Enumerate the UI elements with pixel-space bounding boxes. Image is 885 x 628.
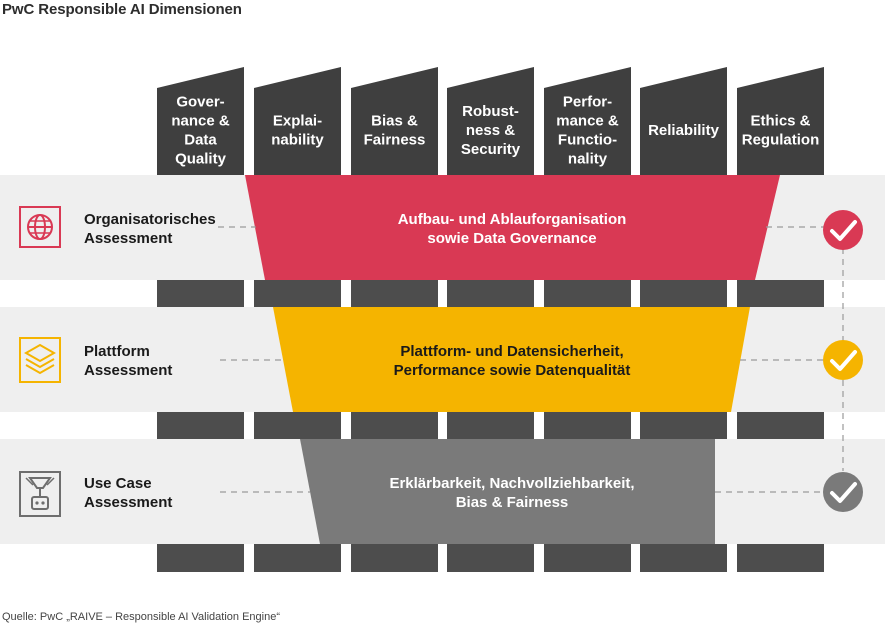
column-segment-6-1 xyxy=(640,280,727,307)
row-label-line: Assessment xyxy=(84,230,172,247)
source-note: Quelle: PwC „RAIVE – Responsible AI Vali… xyxy=(2,611,280,623)
column-label-line: Data xyxy=(184,132,217,149)
column-segment-5-1 xyxy=(544,280,631,307)
column-segment-7-1 xyxy=(737,280,824,307)
column-segment-3-2 xyxy=(351,412,438,439)
check-mark-icon xyxy=(830,350,857,371)
column-label-6: Reliability xyxy=(648,122,720,139)
column-label-line: Ethics & xyxy=(750,113,810,130)
row-label-line: Plattform xyxy=(84,343,150,360)
column-group xyxy=(157,67,824,572)
band-label-line: sowie Data Governance xyxy=(427,230,596,247)
band-label-1: Aufbau- und Ablauforganisation sowie Data… xyxy=(398,211,627,247)
column-segment-7-2 xyxy=(737,412,824,439)
column-label-line: Explai- xyxy=(273,113,322,130)
layers-icon xyxy=(19,337,61,383)
column-segment-1-1 xyxy=(157,280,244,307)
band-plattform xyxy=(273,307,750,412)
row-label-line: Assessment xyxy=(84,362,172,379)
column-label-line: Reliability xyxy=(648,122,720,139)
column-cap-1 xyxy=(157,67,244,175)
row-label-line: Organisatorisches xyxy=(84,211,216,228)
check-circle-3 xyxy=(823,472,863,512)
column-label-7: Ethics & Regulation xyxy=(742,113,820,149)
globe-icon xyxy=(19,206,61,248)
check-circle-organisatorisch xyxy=(823,210,863,250)
page-title: PwC Responsible AI Dimensionen xyxy=(2,1,242,18)
column-label-line: Bias & xyxy=(371,113,418,130)
funnel-robot-icon xyxy=(19,471,61,517)
column-cap-3 xyxy=(351,67,438,175)
column-label-line: Gover- xyxy=(176,94,224,111)
column-label-3: Bias & Fairness xyxy=(364,113,426,149)
band-label-line: Erklärbarkeit, Nachvollziehbarkeit, xyxy=(389,475,634,492)
column-cap-6 xyxy=(640,67,727,175)
column-label-line: Security xyxy=(461,141,521,158)
column-label-line: Regulation xyxy=(742,132,820,149)
column-label-line: nality xyxy=(568,151,608,168)
column-cap-4 xyxy=(447,67,534,175)
band-label-line: Aufbau- und Ablauforganisation xyxy=(398,211,627,228)
column-label-line: ness & xyxy=(466,122,515,139)
column-label-line: nability xyxy=(271,132,324,149)
column-segment-3-3 xyxy=(351,544,438,572)
column-label-5: Perfor-mance & Functio-nality xyxy=(556,94,619,168)
band-label-2: Plattform- und Datensicherheit, Performan… xyxy=(394,343,631,379)
column-segment-1-2 xyxy=(157,412,244,439)
row-label-line: Assessment xyxy=(84,494,172,511)
column-segment-4-1 xyxy=(447,280,534,307)
column-segment-5-2 xyxy=(544,412,631,439)
column-label-line: nance & xyxy=(171,113,230,130)
column-cap-5 xyxy=(544,67,631,175)
column-segment-4-2 xyxy=(447,412,534,439)
row-label-line: Use Case xyxy=(84,475,152,492)
column-label-line: Functio- xyxy=(558,132,617,149)
band-labels: Aufbau- und Ablauforganisation sowie Data… xyxy=(389,211,634,511)
check-circle-1 xyxy=(823,210,863,250)
check-circle-2 xyxy=(823,340,863,380)
column-label-line: Fairness xyxy=(364,132,426,149)
column-segment-3-1 xyxy=(351,280,438,307)
band-usecase xyxy=(300,439,715,544)
column-segment-7-3 xyxy=(737,544,824,572)
band-label-line: Bias & Fairness xyxy=(456,494,569,511)
column-segment-2-3 xyxy=(254,544,341,572)
column-label-2: Explai-nability xyxy=(271,113,324,149)
check-mark-icon xyxy=(830,482,857,503)
check-mark-icon xyxy=(830,220,857,241)
column-label-line: Perfor- xyxy=(563,94,612,111)
column-segment-2-1 xyxy=(254,280,341,307)
column-segment-6-2 xyxy=(640,412,727,439)
column-segment-2-2 xyxy=(254,412,341,439)
column-label-line: Quality xyxy=(175,151,227,168)
check-circle-usecase xyxy=(823,472,863,512)
column-segment-5-3 xyxy=(544,544,631,572)
column-label-line: mance & xyxy=(556,113,619,130)
band-label-3: Erklärbarkeit, Nachvollziehbarkeit, Bias … xyxy=(389,475,634,511)
column-cap-2 xyxy=(254,67,341,175)
band-organisatorisch xyxy=(245,175,780,280)
column-segment-1-3 xyxy=(157,544,244,572)
band-label-line: Performance sowie Datenqualität xyxy=(394,362,631,379)
column-segment-6-3 xyxy=(640,544,727,572)
column-segment-4-3 xyxy=(447,544,534,572)
column-label-4: Robust-ness & Security xyxy=(461,103,521,158)
band-label-line: Plattform- und Datensicherheit, xyxy=(400,343,623,360)
column-cap-7 xyxy=(737,67,824,175)
column-label-line: Robust- xyxy=(462,103,519,120)
check-circle-plattform xyxy=(823,340,863,380)
